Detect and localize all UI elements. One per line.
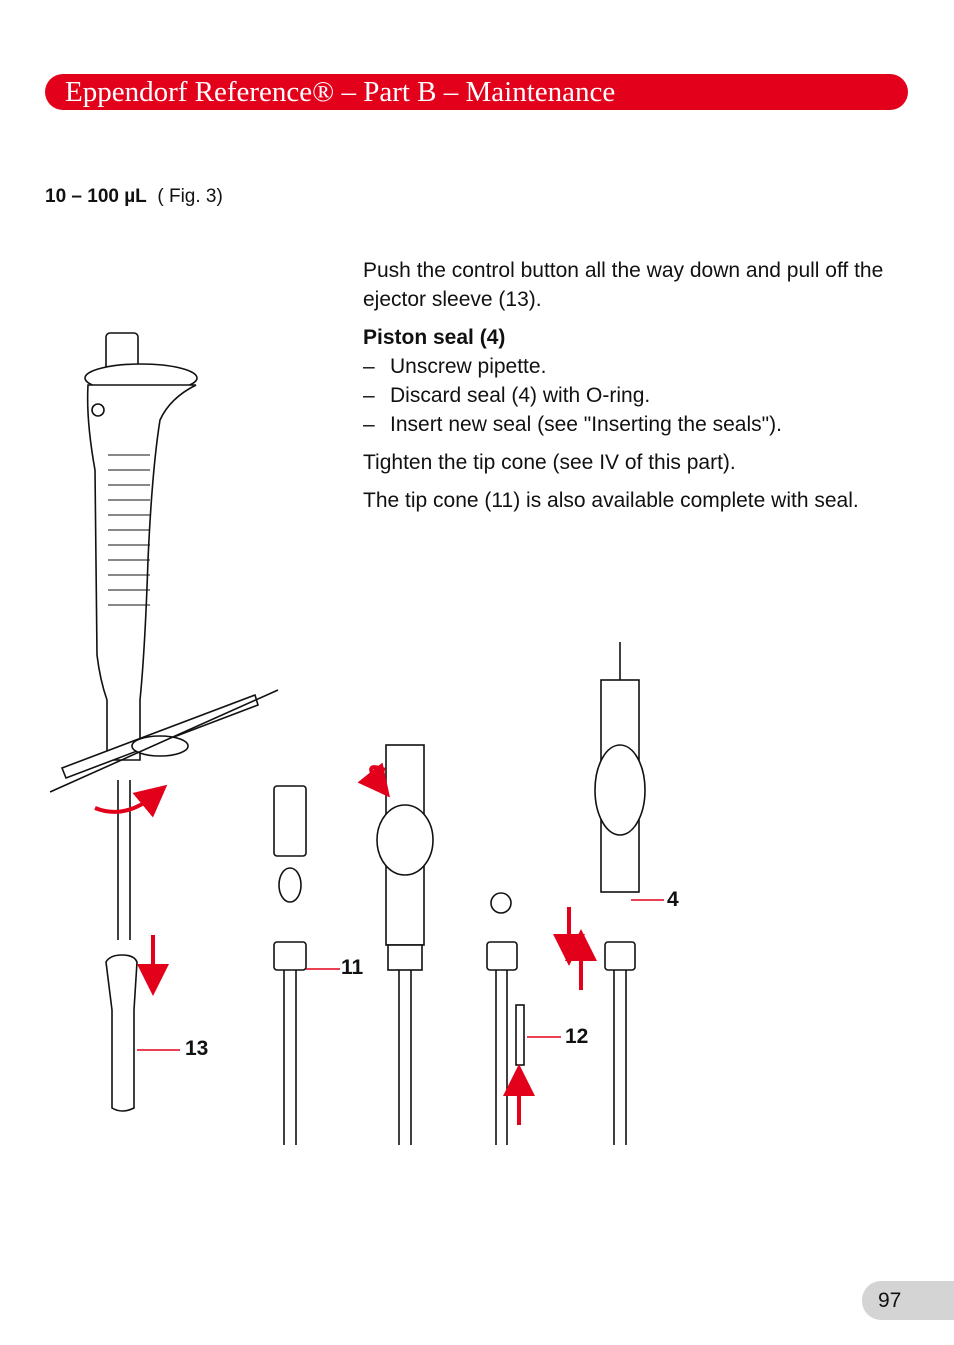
- instructions: Push the control button all the way down…: [363, 256, 903, 524]
- tighten-paragraph: Tighten the tip cone (see IV of this par…: [363, 451, 736, 474]
- figure-reference: ( Fig. 3): [157, 186, 223, 207]
- section-heading: 10 – 100 µL ( Fig. 3): [45, 186, 223, 208]
- tip-cone-11: [273, 785, 307, 1145]
- note-paragraph: The tip cone (11) is also available comp…: [363, 489, 859, 512]
- pipette-diagram: 13 11 12 4: [49, 332, 679, 1145]
- page-title: Eppendorf Reference® – Part B – Maintena…: [65, 76, 616, 108]
- page-number-tab: 97: [862, 1281, 954, 1320]
- piston-tool: [376, 744, 434, 1145]
- step-list: –Unscrew pipette. –Discard seal (4) with…: [363, 352, 903, 439]
- header-bar: Eppendorf Reference® – Part B – Maintena…: [45, 74, 908, 110]
- callout-13: 13: [185, 1037, 208, 1060]
- list-item: –Discard seal (4) with O-ring.: [363, 384, 651, 407]
- seal-assembly: [486, 892, 525, 1145]
- intro-paragraph: Push the control button all the way down…: [363, 259, 884, 311]
- callout-11: 11: [341, 956, 364, 979]
- volume-range: 10 – 100 µL: [45, 186, 147, 207]
- callout-4: 4: [667, 888, 679, 911]
- list-item: –Insert new seal (see "Inserting the sea…: [363, 413, 782, 436]
- seal-4-tool: [594, 642, 646, 1145]
- page-number: 97: [878, 1289, 902, 1312]
- ejector-sleeve-13: [105, 954, 138, 1112]
- piston-seal-subheading: Piston seal (4): [363, 326, 506, 349]
- list-item: –Unscrew pipette.: [363, 355, 547, 378]
- pipette-handle: [49, 332, 279, 940]
- callout-12: 12: [565, 1025, 588, 1048]
